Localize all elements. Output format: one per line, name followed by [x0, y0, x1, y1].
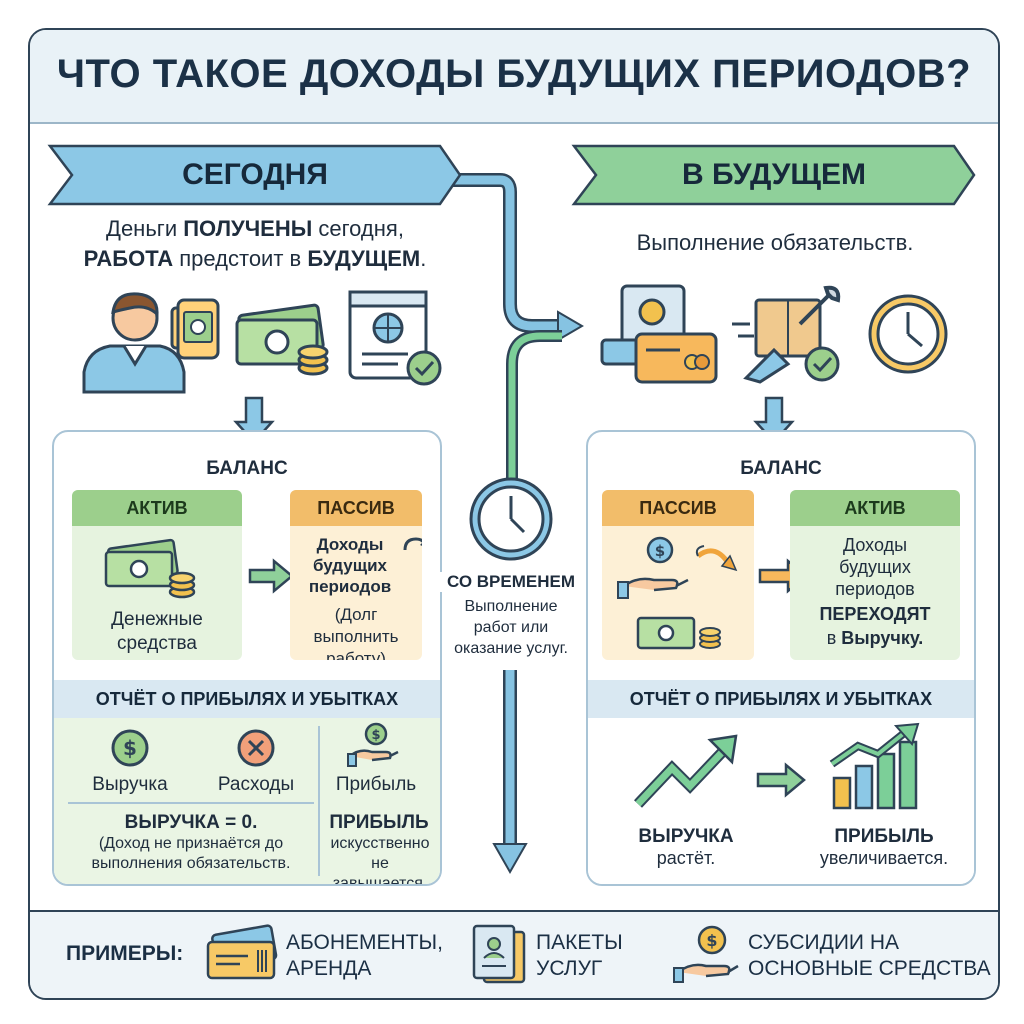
future-profit-bold: ПРИБЫЛЬ	[834, 826, 934, 847]
cash-coins-small-icon	[636, 616, 721, 650]
future-panel: БАЛАНС ПАССИВ $ АК	[586, 430, 976, 886]
today-line2-bold1: РАБОТА	[83, 246, 174, 271]
phone-payment-icon	[176, 298, 220, 360]
arrowhead-right	[557, 310, 584, 342]
timeline-clock-icon	[469, 477, 553, 561]
rising-trend-arrow-icon	[634, 734, 738, 808]
wall-clock-icon	[868, 294, 948, 374]
future-revenue-note: растёт.	[656, 848, 716, 868]
example-2-line2: УСЛУГ	[536, 957, 603, 980]
growth-bar-chart-icon	[829, 722, 920, 810]
svg-text:$: $	[123, 736, 137, 760]
example-1: АБОНЕМЕНТЫ, АРЕНДА	[286, 930, 443, 982]
future-liability-header: ПАССИВ	[602, 490, 754, 526]
middle-text: Выполнение работ или оказание услуг.	[442, 596, 580, 659]
pl-profit-label: Прибыль	[335, 774, 417, 795]
pl-divider-h	[68, 802, 314, 804]
example-3-line1: СУБСИДИИ НА	[748, 931, 900, 954]
document-and-card-icon	[600, 284, 718, 384]
today-description: Деньги ПОЛУЧЕНЫ сегодня, РАБОТА предстои…	[50, 214, 460, 274]
future-asset-transfer: ПЕРЕХОДЯТ в Выручку.	[798, 602, 952, 650]
future-revenue-bold: ВЫРУЧКА	[638, 826, 734, 847]
today-pl-header: ОТЧЁТ О ПРИБЫЛЯХ И УБЫТКАХ	[54, 680, 440, 718]
pl-divider-v	[318, 726, 320, 876]
web-invoice-check-icon	[348, 290, 442, 386]
today-balance-title: БАЛАНС	[206, 458, 288, 479]
ticket-pass-icon	[206, 924, 278, 980]
example-2: ПАКЕТЫ УСЛУГ	[536, 930, 623, 982]
future-asset-bold1: ПЕРЕХОДЯТ	[819, 604, 931, 624]
service-package-document-icon	[472, 924, 526, 984]
future-liability-card: ПАССИВ $	[602, 490, 754, 660]
future-asset-in: в	[826, 628, 842, 648]
today-ribbon: СЕГОДНЯ	[182, 158, 328, 191]
today-line1-pre: Деньги	[106, 216, 184, 241]
example-3: СУБСИДИИ НА ОСНОВНЫЕ СРЕДСТВА	[748, 930, 991, 982]
pl-expenses-label: Расходы	[217, 774, 295, 795]
title-band: ЧТО ТАКОЕ ДОХОДЫ БУДУЩИХ ПЕРИОДОВ?	[30, 30, 998, 124]
svg-text:$: $	[706, 931, 717, 950]
future-asset-text: Доходы будущих периодов	[835, 535, 915, 599]
today-asset-card: АКТИВ Денежные средства	[72, 490, 242, 660]
today-liability-card: ПАССИВ Доходы будущих периодов (Долг вып…	[290, 490, 422, 660]
today-asset-text: Денежные средства	[111, 609, 203, 654]
refresh-arrow-icon	[403, 537, 422, 551]
future-description: Выполнение обязательств.	[636, 230, 914, 255]
revenue-to-profit-arrow	[756, 762, 806, 798]
today-liability-note: (Долг выполнить работу)	[313, 605, 399, 660]
middle-label: СО ВРЕМЕНЕМ	[440, 572, 582, 592]
hand-coin-transfer-icon: $	[617, 536, 738, 599]
cash-and-coins-icon	[235, 303, 329, 376]
future-balance-title: БАЛАНС	[740, 458, 822, 479]
example-3-line2: ОСНОВНЫЕ СРЕДСТВА	[748, 957, 991, 980]
pl-revenue-zero: ВЫРУЧКА = 0.	[124, 812, 258, 833]
today-line1-post: сегодня,	[312, 216, 404, 241]
page-title: ЧТО ТАКОЕ ДОХОДЫ БУДУЩИХ ПЕРИОДОВ?	[56, 52, 972, 96]
future-asset-bold2: Выручку.	[841, 628, 924, 648]
example-1-line2: АРЕНДА	[286, 957, 372, 980]
pl-revenue-label: Выручка	[92, 774, 168, 795]
hand-with-coin-icon: $	[347, 722, 399, 767]
infographic-frame: ЧТО ТАКОЕ ДОХОДЫ БУДУЩИХ ПЕРИОДОВ? СЕГОД…	[28, 28, 1000, 1000]
dollar-circle-icon: $	[111, 729, 149, 767]
future-pl-body: ВЫРУЧКА растёт. ПРИБЫЛЬ увеличивается.	[588, 718, 974, 884]
today-line2-post: .	[420, 246, 427, 271]
cash-stack-icon	[104, 538, 196, 599]
box-and-wrench-icon	[732, 285, 841, 384]
today-liability-header: ПАССИВ	[290, 490, 422, 526]
cross-circle-icon	[237, 729, 275, 767]
asset-to-liability-arrow	[248, 558, 294, 594]
future-asset-header: АКТИВ	[790, 490, 960, 526]
example-1-line1: АБОНЕМЕНТЫ,	[286, 931, 443, 954]
today-panel: БАЛАНС АКТИВ Денежные средства ПАССИВ До…	[52, 430, 442, 886]
future-asset-card: АКТИВ Доходы будущих периодов ПЕРЕХОДЯТ …	[790, 490, 960, 660]
svg-text:$: $	[371, 728, 380, 743]
example-2-line1: ПАКЕТЫ	[536, 931, 623, 954]
arrowhead-down	[492, 843, 528, 875]
future-pl-header: ОТЧЁТ О ПРИБЫЛЯХ И УБЫТКАХ	[588, 680, 974, 718]
svg-text:$: $	[655, 542, 665, 560]
today-line2-bold2: БУДУЩЕМ	[307, 246, 421, 271]
today-ribbon-shape	[47, 144, 462, 206]
pl-profit-note: искусственно не завышается.	[330, 835, 430, 886]
future-ribbon-shape	[571, 144, 976, 206]
future-ribbon: В БУДУЩЕМ	[682, 158, 866, 191]
pl-profit-bold: ПРИБЫЛЬ	[329, 812, 429, 833]
subsidy-hand-coin-icon: $	[673, 925, 739, 983]
today-asset-header: АКТИВ	[72, 490, 242, 526]
person-with-phone-icon	[82, 292, 198, 394]
today-liability-bold: Доходы будущих периодов	[308, 535, 392, 596]
pl-revenue-note: (Доход не признаётся до выполнения обяза…	[91, 835, 291, 872]
examples-bar: ПРИМЕРЫ: АБОНЕМЕНТЫ, АРЕНДА ПАКЕТЫ УСЛУГ	[30, 910, 998, 998]
today-line2-mid: предстоит в	[173, 246, 308, 271]
today-pl-body: $ $ Выручка Расходы Прибыль ВЫРУЧКА = 0.…	[54, 718, 440, 884]
flow-arrows	[442, 173, 584, 875]
future-profit-note: увеличивается.	[819, 848, 949, 868]
today-line1-bold: ПОЛУЧЕНЫ	[183, 216, 313, 241]
examples-label: ПРИМЕРЫ:	[66, 942, 184, 965]
